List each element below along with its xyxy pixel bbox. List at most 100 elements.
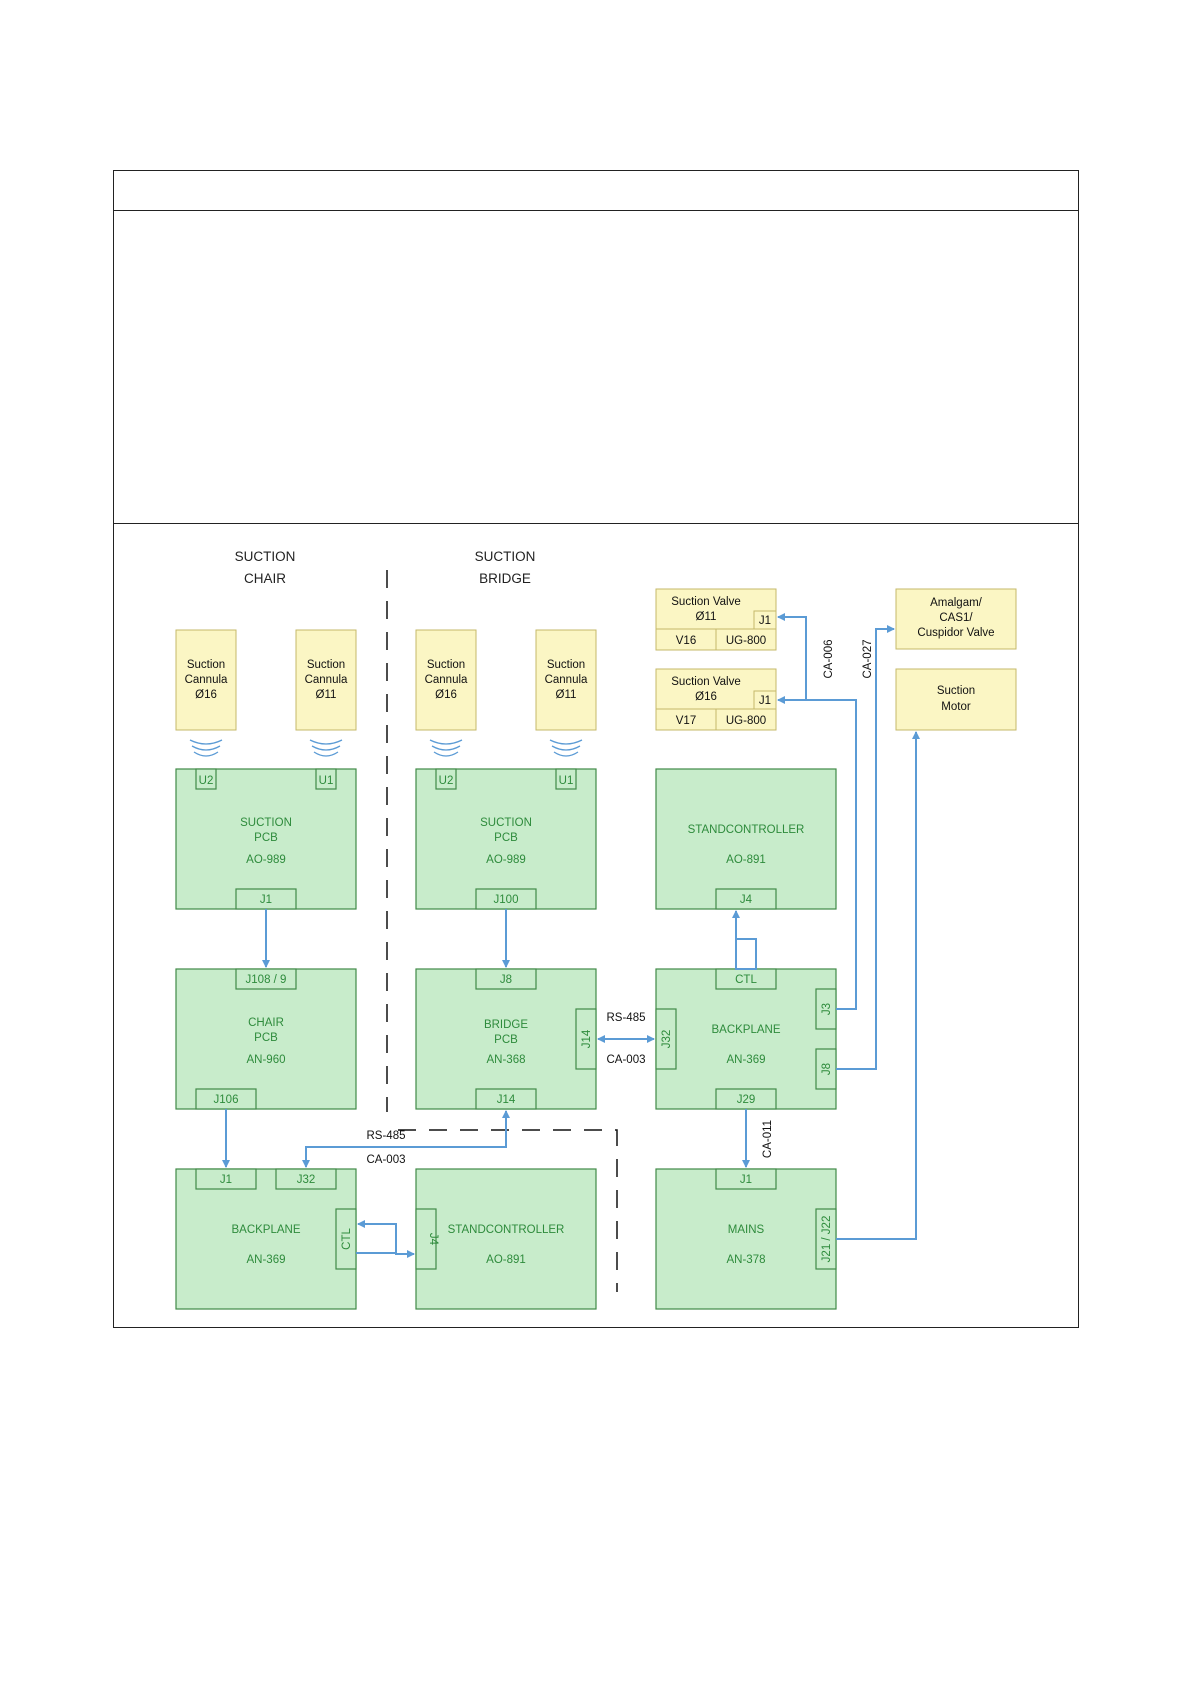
valve-name-line: Ø16: [695, 691, 717, 703]
board-label-line: CHAIR: [248, 1017, 284, 1029]
board-label-line: STANDCONTROLLER: [688, 824, 805, 836]
wire-standcontroller-to-ctl: [357, 1220, 397, 1253]
connector-label: J32: [297, 1174, 316, 1186]
mains-board: J1 J21 / J22 MAINS AN-378: [655, 1168, 837, 1310]
chair-column-title-2: CHAIR: [244, 571, 286, 586]
wire-mains-to-motor: [836, 731, 920, 1240]
cannula-bridge-11: Suction Cannula Ø11: [535, 629, 597, 731]
cable-label: CA-003: [367, 1154, 406, 1166]
chair-column-title-1: SUCTION: [235, 549, 296, 564]
suction-pcb-chair: U2 U1 J1 SUCTION PCB AO-989: [175, 768, 357, 910]
connector-label: J8: [500, 974, 512, 986]
board-label-line: BACKPLANE: [231, 1224, 300, 1236]
connector-label: J100: [494, 894, 519, 906]
connector-label: J1: [260, 894, 272, 906]
connector-label: J3: [821, 1003, 833, 1015]
valve-id-label: V17: [676, 715, 696, 727]
cannula-bridge-16: Suction Cannula Ø16: [415, 629, 477, 731]
wireless-signal-icon: [309, 739, 343, 757]
board-label-line: BRIDGE: [484, 1019, 528, 1031]
connector-label: J4: [740, 894, 753, 906]
board-label-line: AN-378: [727, 1254, 766, 1266]
cable-label: CA-027: [862, 640, 874, 679]
valve-name-line: Ø11: [696, 611, 717, 623]
cannula-label-line: Cannula: [425, 674, 468, 686]
suction-pcb-bridge: U2 U1 J100 SUCTION PCB AO-989: [415, 768, 597, 910]
page-frame: [113, 170, 1079, 1328]
wire-bridge-pcb-to-backplane-rs485: [302, 1110, 510, 1168]
wire-backplane-ctl-to-standcontroller: [732, 910, 757, 970]
board-label-line: AN-369: [247, 1254, 286, 1266]
valve-connector-label: J1: [759, 615, 771, 627]
amalgam-label-line: Amalgam/: [930, 597, 983, 609]
chair-pcb: J108 / 9 J106 CHAIR PCB AN-960: [175, 968, 357, 1110]
cannula-label-line: Suction: [187, 659, 225, 671]
connector-label: U2: [199, 775, 214, 787]
connector-label: J108 / 9: [246, 974, 287, 986]
cable-label: CA-011: [762, 1120, 774, 1158]
header-divider: [113, 210, 1079, 211]
board-label-line: AO-891: [726, 854, 766, 866]
standcontroller-bottom: J4 STANDCONTROLLER AO-891: [415, 1168, 597, 1310]
board-label-line: AO-891: [486, 1254, 526, 1266]
valve-name-line: Suction Valve: [671, 676, 740, 688]
connector-label: J14: [581, 1029, 593, 1048]
board-label-line: AO-989: [246, 854, 286, 866]
motor-label-line: Motor: [941, 701, 971, 713]
backplane-bottom: J1 J32 CTL BACKPLANE AN-369: [175, 1168, 357, 1310]
connector-label: U2: [439, 775, 454, 787]
board-label-line: SUCTION: [240, 817, 292, 829]
board-label-line: AO-989: [486, 854, 526, 866]
valve-name-line: Suction Valve: [671, 596, 740, 608]
board-label-line: AN-368: [487, 1054, 526, 1066]
valve-connector-label: J1: [759, 695, 771, 707]
connector-label: U1: [559, 775, 574, 787]
cannula-chair-11: Suction Cannula Ø11: [295, 629, 357, 731]
board-label-line: PCB: [254, 1032, 278, 1044]
cannula-label-line: Ø16: [195, 689, 217, 701]
valve-part-label: UG-800: [726, 715, 766, 727]
board-label-line: PCB: [494, 1034, 518, 1046]
wireless-signal-icon: [189, 739, 223, 757]
cannula-label-line: Cannula: [545, 674, 588, 686]
backplane-top: CTL J32 J3 J8 J29 BACKPLANE AN-369: [655, 968, 837, 1110]
board-label-line: SUCTION: [480, 817, 532, 829]
amalgam-label-line: Cuspidor Valve: [917, 627, 994, 639]
board-label-line: MAINS: [728, 1224, 765, 1236]
cable-label: RS-485: [607, 1012, 646, 1024]
cannula-label-line: Suction: [427, 659, 465, 671]
connector-label: J14: [497, 1094, 516, 1106]
board-label-line: BACKPLANE: [711, 1024, 780, 1036]
standcontroller-top: J4 STANDCONTROLLER AO-891: [655, 768, 837, 910]
cable-label: CA-006: [823, 640, 835, 679]
connector-label: J8: [821, 1063, 833, 1075]
connector-label: CTL: [341, 1228, 353, 1250]
wireless-signal-icon: [549, 739, 583, 757]
cannula-chair-16: Suction Cannula Ø16: [175, 629, 237, 731]
bridge-column-title-2: BRIDGE: [479, 571, 531, 586]
cannula-label-line: Ø11: [316, 689, 337, 701]
cannula-label-line: Cannula: [185, 674, 228, 686]
wire-ctl-to-standcontroller-bottom: [356, 1250, 415, 1258]
connector-label: J1: [740, 1174, 752, 1186]
connector-label: J106: [214, 1094, 239, 1106]
valve-id-label: V16: [676, 635, 696, 647]
amalgam-label-line: CAS1/: [939, 612, 973, 624]
diagram-divider: [113, 523, 1079, 524]
connector-label: CTL: [735, 974, 757, 986]
cannula-label-line: Ø11: [556, 689, 577, 701]
bridge-pcb: J8 J14 J14 BRIDGE PCB AN-368: [415, 968, 597, 1110]
suction-valve-16: Suction Valve Ø16 J1 V17 UG-800: [655, 668, 777, 731]
board-label-line: AN-369: [727, 1054, 766, 1066]
wire-j3-branch-valve-11: [777, 613, 807, 700]
wire-j8-to-amalgam: [836, 625, 895, 1070]
suction-valve-11: Suction Valve Ø11 J1 V16 UG-800: [655, 588, 777, 651]
connector-label: J4: [427, 1233, 439, 1246]
cannula-label-line: Suction: [547, 659, 585, 671]
board-label-line: STANDCONTROLLER: [448, 1224, 565, 1236]
connector-label: J21 / J22: [821, 1216, 833, 1263]
connector-label: J29: [737, 1094, 756, 1106]
connector-label: J1: [220, 1174, 232, 1186]
cable-label: RS-485: [367, 1130, 406, 1142]
